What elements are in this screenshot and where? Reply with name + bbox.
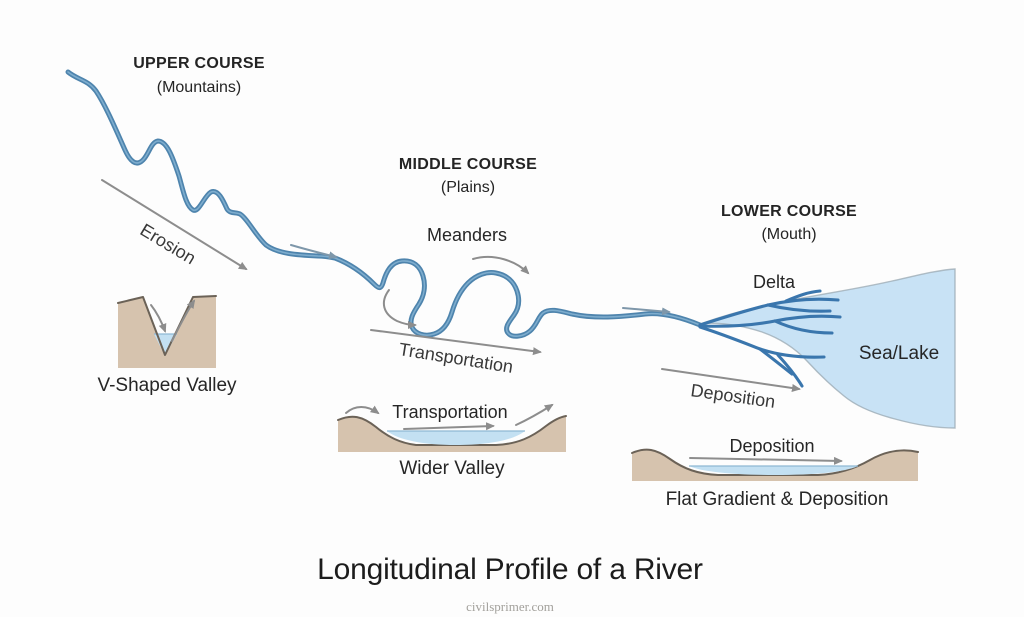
flow-arrow-upper-icon <box>290 244 338 260</box>
delta-branch <box>784 289 822 303</box>
transportation-label: Transportation <box>397 339 514 377</box>
delta-branch <box>758 347 794 376</box>
meander-arrow-top-icon <box>472 255 530 275</box>
flat-valley-land <box>632 449 918 481</box>
upper-course-subheading: (Mountains) <box>157 79 241 96</box>
wider-valley-transportation-label: Transportation <box>392 402 507 422</box>
v-valley-arrow-down-icon <box>150 304 167 333</box>
flow-arrow-lower-icon <box>622 307 671 316</box>
river-path <box>65 69 703 339</box>
v-shaped-valley-graphic <box>117 295 217 368</box>
flat-valley-arrow-icon <box>689 456 843 465</box>
wider-valley-arrow-middle-icon <box>403 422 495 431</box>
diagram-title: Longitudinal Profile of a River <box>317 553 703 586</box>
wider-valley-graphic <box>337 403 567 452</box>
flat-gradient-label: Flat Gradient & Deposition <box>666 489 889 510</box>
transportation-arrow-icon <box>370 329 542 356</box>
v-shaped-valley-label: V-Shaped Valley <box>97 375 237 396</box>
wider-valley-label: Wider Valley <box>399 458 505 479</box>
meander-arrow-bottom-icon <box>382 289 417 329</box>
lower-course-subheading: (Mouth) <box>761 226 816 243</box>
flat-valley-outline <box>631 448 919 476</box>
meanders-label: Meanders <box>427 225 507 245</box>
sea-lake-shape <box>699 268 956 429</box>
delta-channels <box>698 289 842 388</box>
deposition-arrow-icon <box>661 368 801 392</box>
delta-branch <box>766 303 832 313</box>
flat-valley-water <box>689 466 858 475</box>
v-valley-outline <box>117 295 217 356</box>
flat-gradient-graphic <box>631 448 919 481</box>
sea-lake-label: Sea/Lake <box>859 343 939 364</box>
flat-gradient-deposition-process-label: Deposition <box>729 436 814 456</box>
delta-label: Delta <box>753 272 796 292</box>
v-valley-land <box>118 296 216 368</box>
v-valley-arrow-up-icon <box>171 299 196 342</box>
river-highlight <box>67 71 701 337</box>
watermark: civilsprimer.com <box>466 599 554 614</box>
wider-valley-arrow-left-icon <box>345 405 380 415</box>
deposition-label: Deposition <box>689 380 776 412</box>
upper-course-heading: UPPER COURSE <box>133 55 265 72</box>
wider-valley-arrow-right-icon <box>515 403 554 426</box>
wider-valley-land <box>338 416 566 452</box>
delta-branch <box>776 353 804 388</box>
lower-course-heading: LOWER COURSE <box>721 203 857 220</box>
wider-valley-water <box>387 431 525 445</box>
middle-course-heading: MIDDLE COURSE <box>399 156 537 173</box>
delta-branch <box>773 319 834 335</box>
middle-course-subheading: (Plains) <box>441 179 495 196</box>
erosion-label: Erosion <box>137 220 200 269</box>
erosion-arrow-icon <box>101 179 248 271</box>
